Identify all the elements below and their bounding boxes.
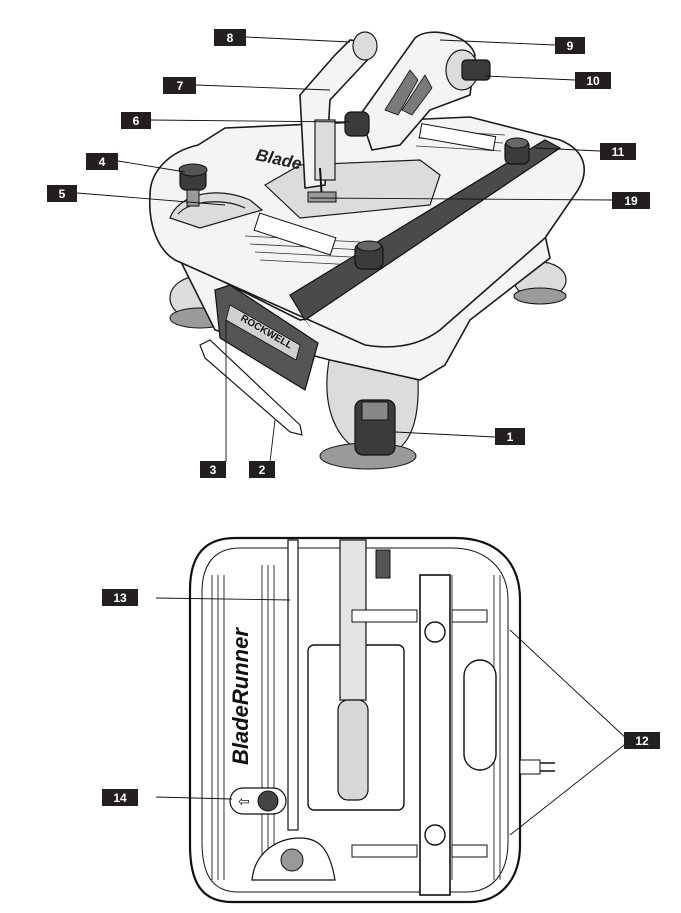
- svg-text:9: 9: [567, 39, 574, 53]
- arrow-left-icon: ⇦: [238, 794, 250, 810]
- fence-lock-knob-rear[interactable]: [504, 137, 530, 165]
- callout-10: 10: [575, 72, 611, 89]
- perspective-view: Blade: [76, 31, 613, 470]
- power-button-top[interactable]: ⇦: [229, 787, 287, 815]
- svg-text:7: 7: [177, 79, 184, 93]
- svg-text:5: 5: [59, 187, 66, 201]
- svg-text:1: 1: [507, 430, 514, 444]
- svg-text:19: 19: [624, 194, 638, 208]
- svg-text:6: 6: [133, 114, 140, 128]
- miter-slot: [287, 539, 299, 831]
- callout-2: 2: [249, 461, 275, 478]
- rip-fence: [289, 139, 562, 330]
- callout-8: 8: [214, 29, 246, 46]
- blade-and-clamp: [307, 167, 337, 203]
- top-down-view: BladeRunner: [155, 536, 629, 904]
- callout-5: 5: [47, 185, 77, 202]
- callout-7: 7: [163, 77, 196, 94]
- front-scale: [253, 212, 337, 256]
- callout-9: 9: [555, 37, 585, 54]
- fence-lock-knob-front[interactable]: [354, 240, 384, 270]
- fence-knob-top-rear[interactable]: [424, 621, 446, 643]
- callout-11: 11: [600, 143, 636, 160]
- top-down-inner-edge: [201, 547, 509, 893]
- table-top: [148, 116, 586, 348]
- callout-1: 1: [495, 428, 525, 445]
- scale-rear-top: [351, 609, 488, 623]
- fence-knob-top-front[interactable]: [424, 824, 446, 846]
- rear-scale: [418, 123, 497, 152]
- svg-text:3: 3: [210, 463, 217, 477]
- callout-14: 14: [102, 789, 138, 806]
- svg-text:8: 8: [227, 31, 234, 45]
- tension-knob-top[interactable]: [375, 549, 391, 579]
- top-down-brand: BladeRunner: [228, 627, 253, 765]
- blade-tension-knob[interactable]: [445, 49, 491, 91]
- top-leader-lines: [76, 36, 613, 463]
- callout-19: 19: [612, 192, 650, 209]
- svg-text:14: 14: [113, 791, 127, 805]
- guard-lock-knob[interactable]: [344, 111, 370, 137]
- wrench-storage: [199, 339, 303, 436]
- power-switch[interactable]: [354, 399, 396, 456]
- miter-gauge-top: [251, 837, 336, 881]
- svg-text:11: 11: [612, 145, 625, 159]
- callout-12: 12: [624, 732, 660, 749]
- svg-text:2: 2: [259, 463, 266, 477]
- scale-front-top: [351, 844, 488, 858]
- svg-text:12: 12: [635, 734, 649, 748]
- svg-text:10: 10: [586, 74, 600, 88]
- arm-cutouts: [384, 69, 433, 116]
- miter-lock-knob[interactable]: [178, 163, 208, 207]
- callout-6: 6: [121, 112, 151, 129]
- svg-text:4: 4: [99, 155, 106, 169]
- blade-holder: [337, 699, 369, 801]
- callout-13: 13: [102, 589, 138, 606]
- callout-3: 3: [200, 461, 226, 478]
- bottom-leader-lines: [155, 597, 629, 836]
- callout-4: 4: [86, 153, 118, 170]
- power-plug-icon: [519, 759, 555, 775]
- svg-text:13: 13: [113, 591, 127, 605]
- front-panel: ROCKWELL: [214, 284, 319, 391]
- dust-port: [463, 659, 497, 771]
- blade-guard-post: [299, 31, 378, 189]
